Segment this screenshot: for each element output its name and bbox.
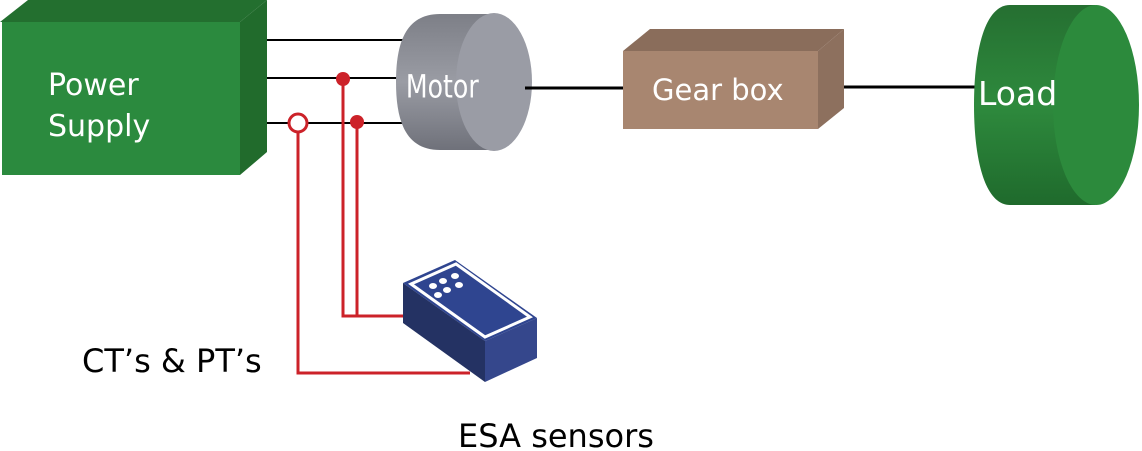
ct-wire	[296, 130, 470, 375]
power-supply-side	[240, 0, 267, 175]
indicator-led	[443, 287, 451, 293]
load-label: Load	[978, 74, 1057, 113]
gearbox-side	[818, 29, 844, 129]
esa-device-top	[403, 260, 537, 341]
esa-sensor-device	[403, 260, 537, 382]
gearbox: Gear box	[623, 29, 844, 129]
esa-device-indicators	[429, 273, 463, 298]
motor: Motor	[396, 13, 532, 151]
esa-device-side	[485, 318, 537, 382]
motor-label: Motor	[406, 68, 479, 106]
esa-device-front	[403, 283, 485, 382]
gearbox-front	[623, 51, 818, 129]
load: Load	[974, 5, 1139, 205]
indicator-led	[439, 278, 447, 284]
power-supply-label-line1: Power	[48, 68, 139, 103]
current-transformer-icon	[287, 112, 309, 134]
indicator-led	[434, 292, 442, 298]
indicator-led	[455, 282, 463, 288]
gearbox-top	[623, 29, 844, 51]
esa-device-panel-border	[407, 262, 534, 339]
power-supply-front	[2, 22, 240, 175]
pt-wire-1	[341, 78, 405, 318]
power-supply: Power Supply	[0, 0, 267, 175]
load-face	[1053, 5, 1139, 205]
indicator-led	[429, 283, 437, 289]
indicator-led	[451, 273, 459, 279]
power-supply-label-line2: Supply	[48, 109, 150, 144]
motor-face	[456, 13, 532, 151]
gearbox-label: Gear box	[652, 73, 784, 107]
potential-tap-icon-1	[336, 72, 350, 86]
sensor-wires	[287, 72, 470, 375]
potential-tap-icon-2	[350, 115, 364, 129]
esa-sensors-label: ESA sensors	[458, 417, 654, 451]
power-supply-top	[0, 0, 267, 22]
transformers-label: CT’s & PT’s	[82, 342, 262, 380]
